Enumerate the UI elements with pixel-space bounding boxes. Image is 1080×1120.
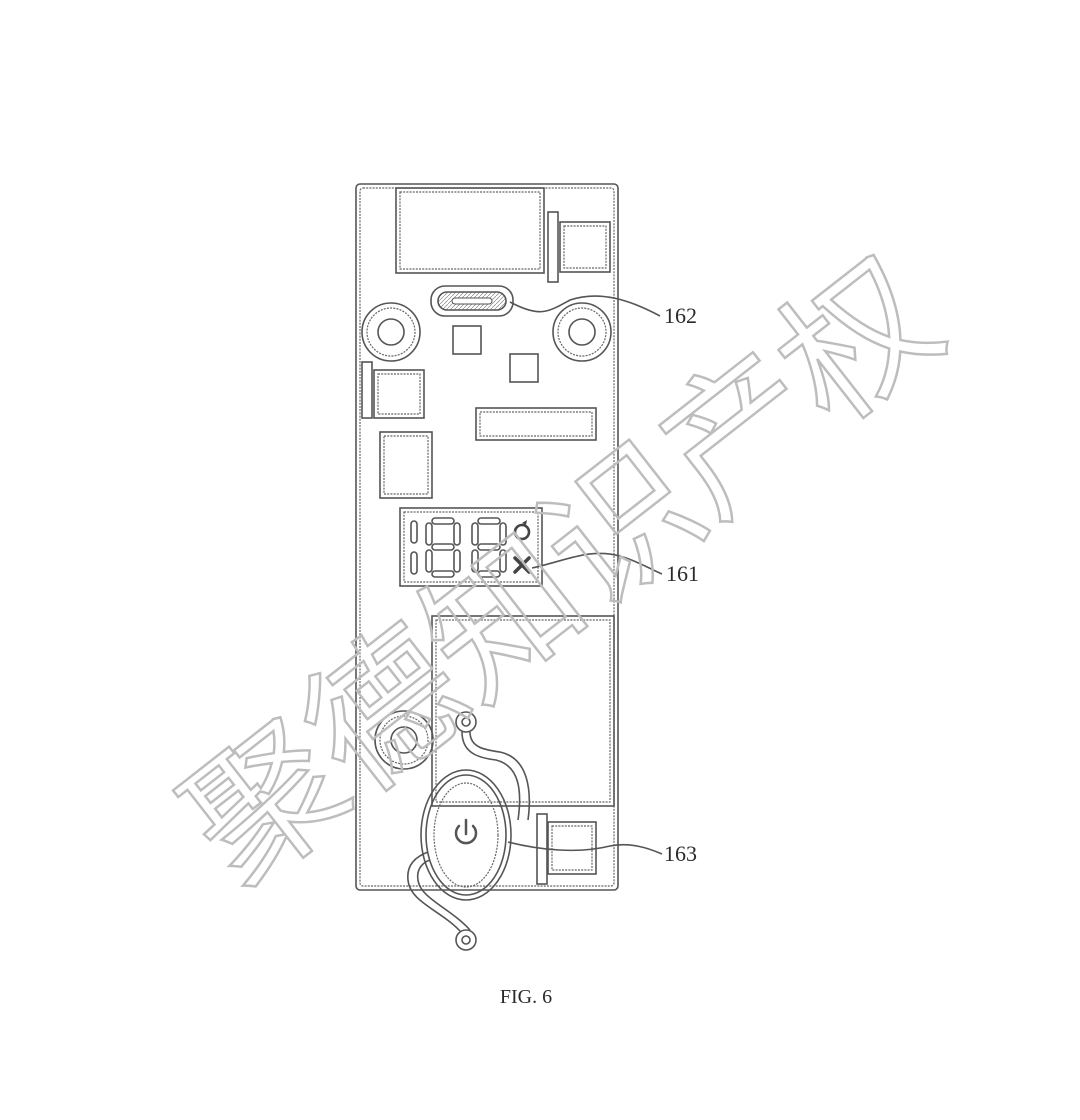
left-connector (361, 361, 373, 419)
refresh-icon (513, 520, 531, 541)
small-chip-2 (509, 353, 539, 383)
power-icon (454, 818, 478, 845)
usb-c-port (430, 285, 514, 317)
small-chip-1 (452, 325, 482, 355)
left-square-component (379, 431, 433, 499)
mounting-hole-left (361, 302, 421, 362)
callout-162: 162 (664, 303, 697, 328)
power-button (420, 769, 512, 901)
strip-component (475, 407, 597, 441)
top-right-connector (547, 211, 559, 283)
leader-line-161 (531, 552, 663, 575)
mounting-hole-bottom (374, 710, 434, 770)
seven-segment-display (399, 507, 543, 587)
figure-caption: FIG. 6 (500, 986, 552, 1008)
leader-line-163 (507, 841, 663, 855)
circuit-board (355, 183, 619, 891)
mounting-hole-right (552, 302, 612, 362)
callout-163: 163 (664, 841, 697, 866)
top-component (395, 187, 545, 274)
cross-icon (513, 556, 531, 574)
wire-trace (407, 711, 531, 951)
large-lower-component (431, 615, 615, 807)
callout-161: 161 (666, 561, 699, 586)
leader-line-162 (509, 295, 661, 317)
watermark: 聚德知识产权 (155, 227, 971, 918)
